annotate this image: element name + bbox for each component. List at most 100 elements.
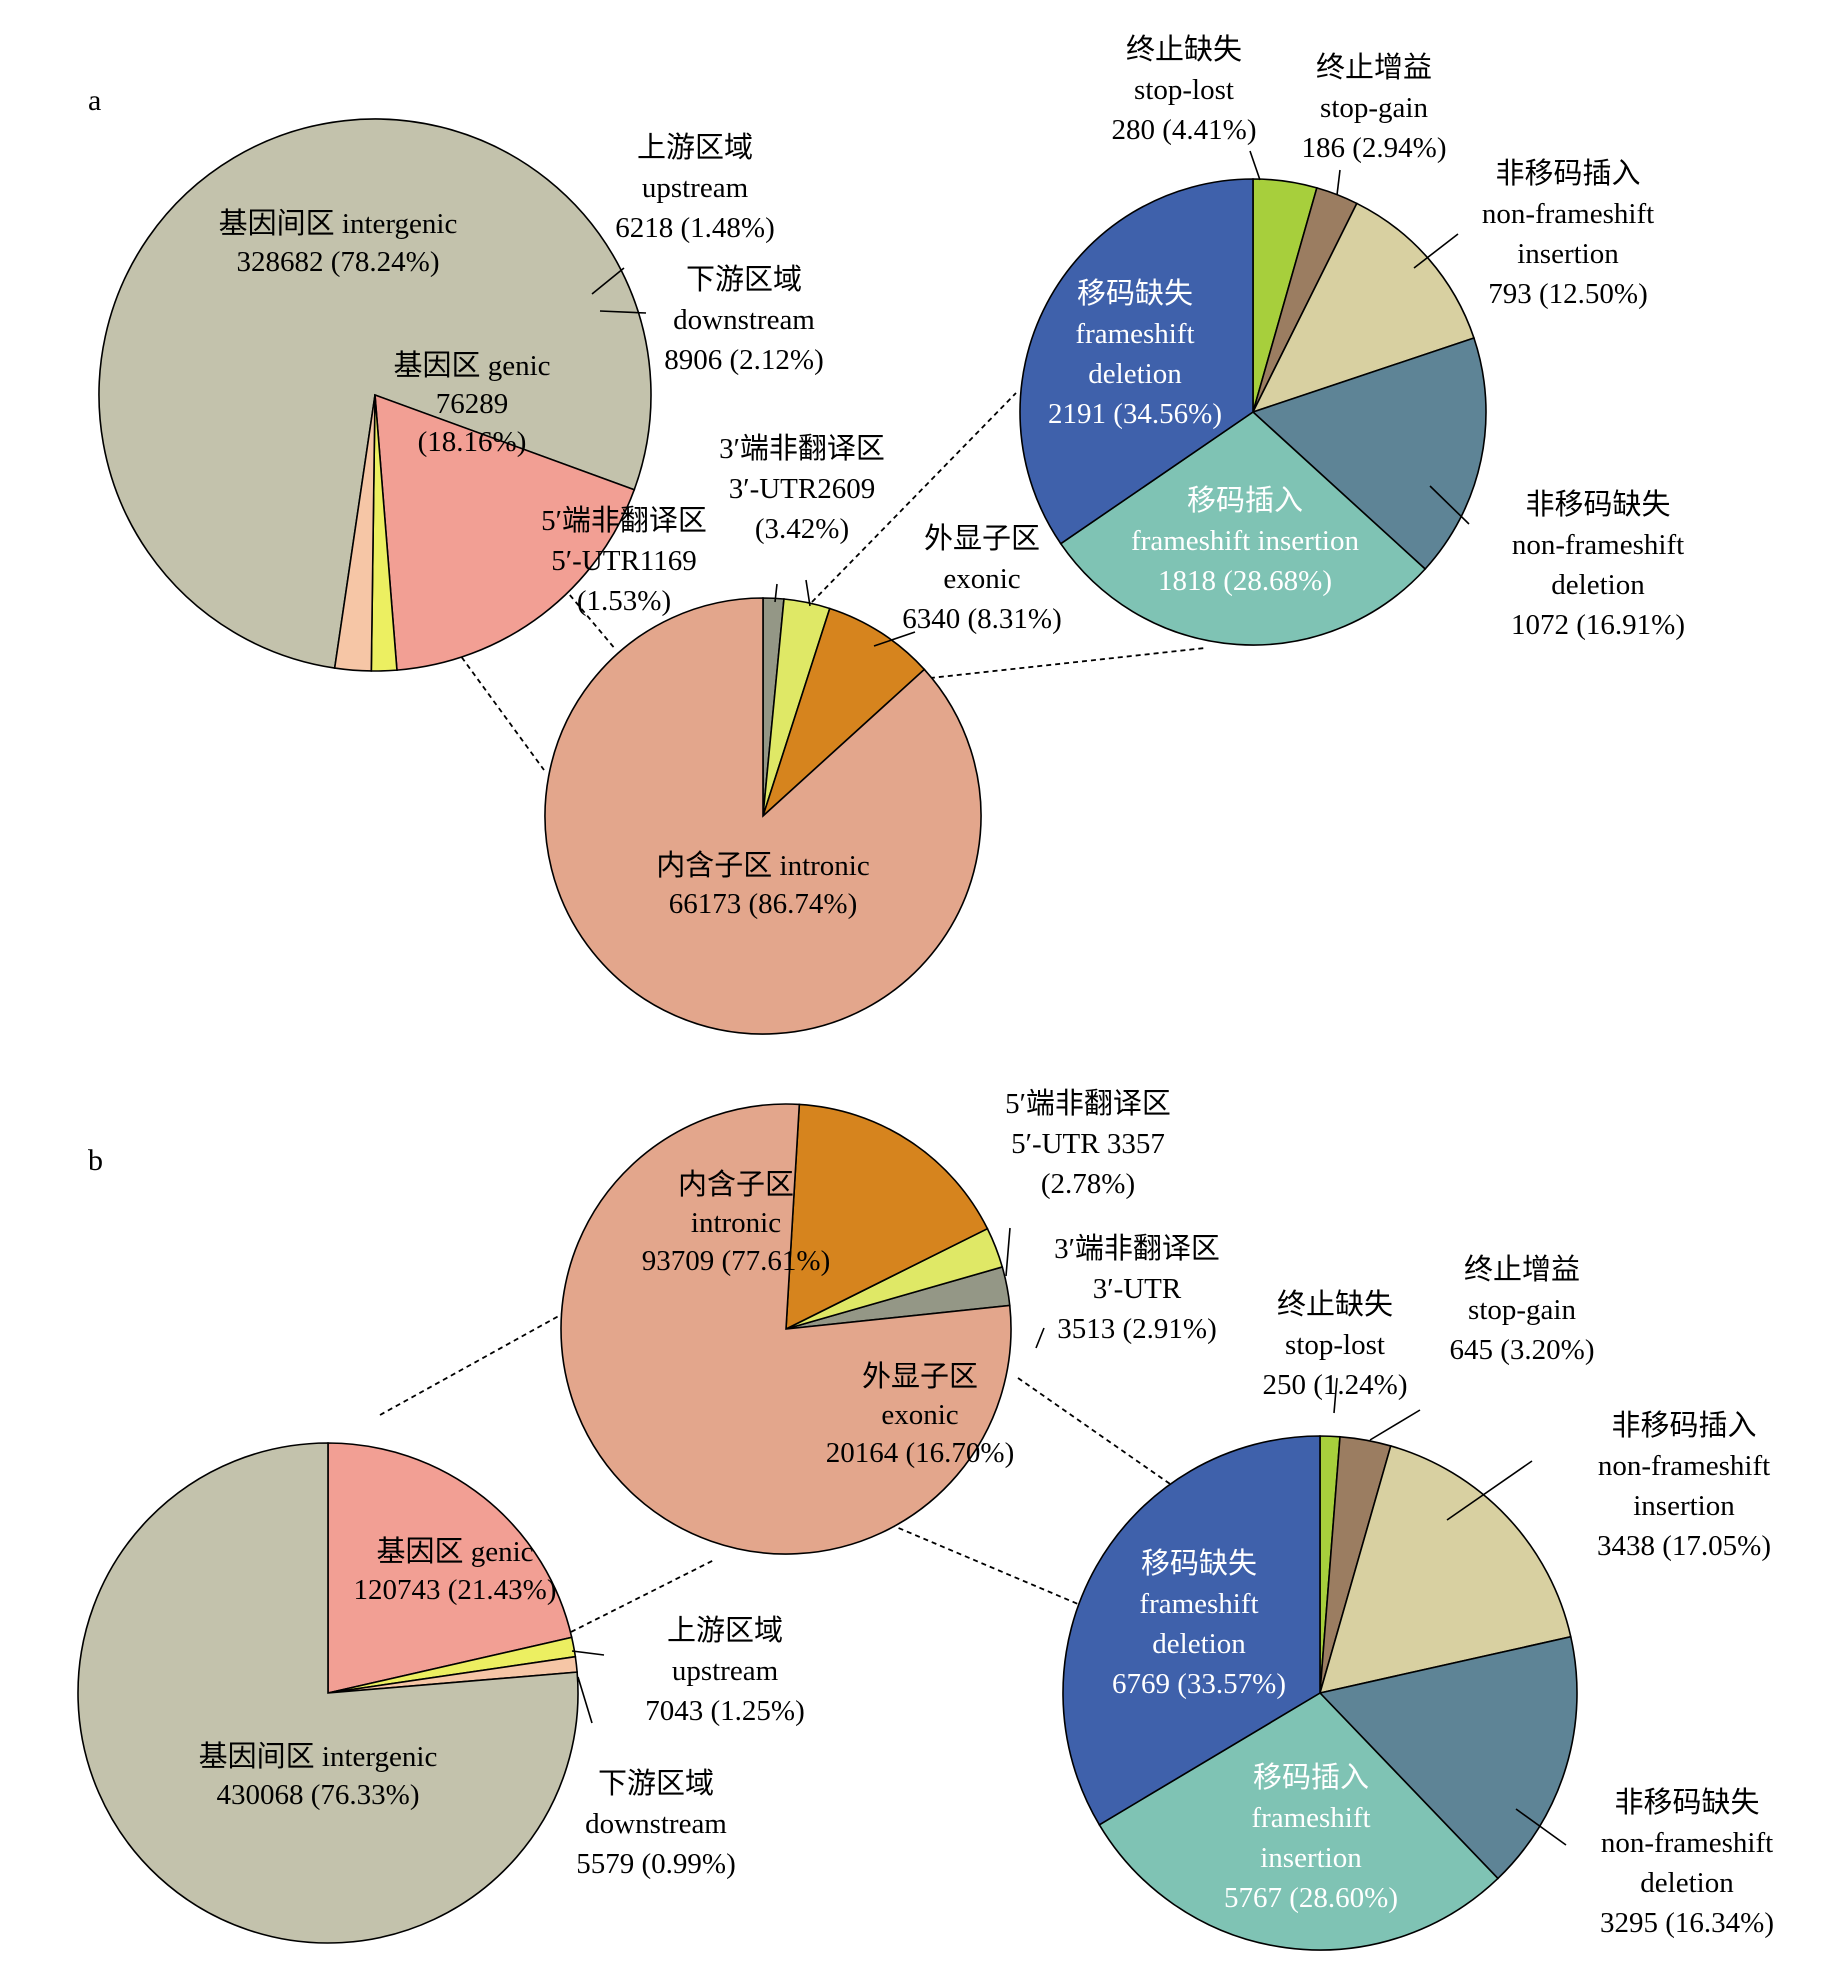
pie-slice-a-exonic-non-frameshift-deletion <box>1251 337 1487 571</box>
label-line: 移码缺失 <box>1141 1547 1257 1580</box>
label-a-fsins: 移码插入 frameshift insertion 1818 (28.68%) <box>1131 484 1359 597</box>
label-line: 250 (1.24%) <box>1263 1369 1408 1401</box>
label-line: 上游区域 <box>637 131 753 164</box>
label-line: 终止增益 <box>1464 1253 1580 1286</box>
pie-slice-a-region-downstream <box>333 394 376 672</box>
label-line: 移码插入 <box>1253 1761 1369 1794</box>
leader-lines <box>571 150 1567 1846</box>
label-line: exonic <box>881 1399 958 1431</box>
label-line: 基因间区 intergenic <box>199 1740 438 1773</box>
label-line: 5579 (0.99%) <box>576 1848 735 1880</box>
leader-line <box>1369 1409 1421 1441</box>
label-line: 20164 (16.70%) <box>826 1437 1014 1469</box>
label-line: 66173 (86.74%) <box>669 888 857 920</box>
connector-line <box>379 1296 594 1416</box>
label-line: 3′-UTR2609 <box>729 473 876 505</box>
label-line: 6769 (33.57%) <box>1112 1668 1286 1700</box>
connector-line <box>349 332 617 651</box>
label-line: 非移码插入 <box>1611 1409 1756 1442</box>
pie-slice-a-genic-exonic <box>761 607 926 819</box>
connector-line <box>1017 1377 1184 1494</box>
connector-lines <box>349 332 1206 1637</box>
leader-line <box>571 1650 605 1656</box>
label-line: 6340 (8.31%) <box>902 603 1061 635</box>
label-line: 186 (2.94%) <box>1302 132 1447 164</box>
label-line: (3.42%) <box>755 513 849 545</box>
label-line: insertion <box>1260 1842 1362 1874</box>
label-line: (2.78%) <box>1041 1168 1135 1200</box>
pie-slice-a-region-intergenic <box>98 118 652 669</box>
label-line: 非移码缺失 <box>1614 1786 1759 1819</box>
connector-line <box>911 647 1206 681</box>
label-line: 外显子区 <box>924 522 1040 555</box>
label-line: 5′端非翻译区 <box>541 504 707 537</box>
leader-line <box>1333 1377 1338 1414</box>
label-line: 内含子区 <box>678 1168 794 1201</box>
pie-slice-a-genic-intronic <box>544 597 982 1035</box>
label-line: 3295 (16.34%) <box>1600 1907 1774 1939</box>
label-line: stop-lost <box>1134 74 1234 106</box>
label-line: exonic <box>943 563 1020 595</box>
label-line: 7043 (1.25%) <box>645 1695 804 1727</box>
leader-line <box>1446 1460 1533 1521</box>
label-line: stop-gain <box>1320 92 1428 124</box>
label-line: 非移码插入 <box>1495 157 1640 190</box>
label-line: downstream <box>673 304 815 336</box>
label-line: stop-gain <box>1468 1294 1576 1326</box>
label-line: 非移码缺失 <box>1525 488 1670 521</box>
label-line: 6218 (1.48%) <box>615 212 774 244</box>
label-line: 内含子区 intronic <box>656 849 869 882</box>
label-line: frameshift <box>1139 1588 1258 1620</box>
label-line: 上游区域 <box>667 1614 783 1647</box>
pie-slice-a-exonic-non-frameshift-insertion <box>1251 202 1475 414</box>
label-a-upstream: 上游区域 upstream 6218 (1.48%) <box>615 131 774 244</box>
label-line: 5′-UTR1169 <box>551 545 696 577</box>
label-line: 793 (12.50%) <box>1488 278 1647 310</box>
label-line: 5′-UTR 3357 <box>1011 1128 1165 1160</box>
pie-slice-a-exonic-frameshift-insertion <box>1059 410 1427 646</box>
label-line: non-frameshift <box>1601 1827 1773 1859</box>
label-line: upstream <box>642 172 749 204</box>
connector-line <box>811 392 1017 603</box>
leader-line <box>1249 150 1261 181</box>
leader-line <box>805 579 811 607</box>
label-line: 1818 (28.68%) <box>1158 565 1332 597</box>
label-line: 1072 (16.91%) <box>1511 609 1685 641</box>
leader-line <box>1429 485 1470 525</box>
leader-line <box>1336 169 1341 196</box>
label-line: insertion <box>1517 238 1619 270</box>
label-line: frameshift insertion <box>1131 525 1359 557</box>
label-a-exonic: 外显子区 exonic 6340 (8.31%) <box>902 522 1061 635</box>
label-line: 基因间区 intergenic <box>219 207 458 240</box>
leader-line <box>1413 233 1459 269</box>
pie-slice-b-region-genic <box>327 1442 573 1695</box>
label-line: 基因区 genic <box>376 1535 533 1568</box>
label-line: deletion <box>1551 569 1645 601</box>
label-line: 645 (3.20%) <box>1450 1334 1595 1366</box>
label-line: 移码插入 <box>1187 484 1303 517</box>
pie-slice-b-exonic-frameshift-deletion <box>1062 1435 1321 1826</box>
leader-line <box>599 310 647 314</box>
label-line: (18.16%) <box>418 426 527 458</box>
label-line: 3′-UTR <box>1093 1273 1182 1305</box>
pie-slice-b-genic-exonic <box>785 1103 989 1331</box>
label-line: intronic <box>691 1207 781 1239</box>
label-line: 终止缺失 <box>1126 33 1242 66</box>
pie-slice-b-region-intergenic <box>77 1442 579 1944</box>
